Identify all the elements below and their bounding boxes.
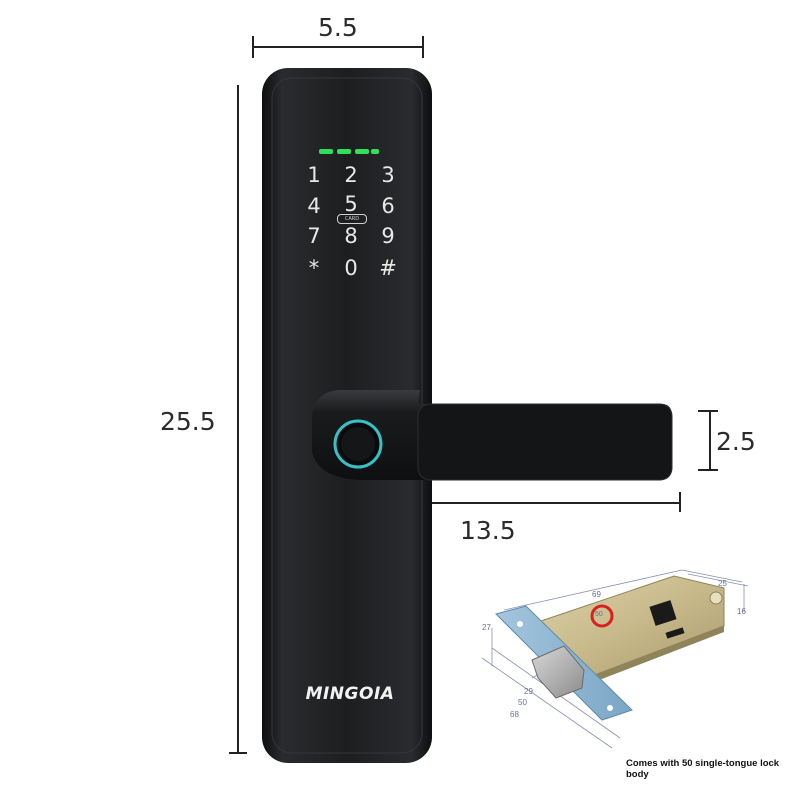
key-3[interactable]: 3 (381, 163, 395, 187)
key-6[interactable]: 6 (381, 194, 395, 218)
handle-thickness-label: 2.5 (716, 427, 756, 456)
highlight-circle (590, 604, 614, 628)
key-hash[interactable]: # (379, 256, 397, 280)
top-width-label: 5.5 (318, 13, 358, 42)
dim-68: 68 (510, 710, 519, 719)
led-indicators (319, 149, 379, 154)
handle-length-label: 13.5 (460, 516, 516, 545)
key-star[interactable]: * (308, 256, 320, 280)
key-4[interactable]: 4 (307, 194, 321, 218)
dim-69: 69 (592, 590, 601, 599)
key-7[interactable]: 7 (307, 224, 321, 248)
dim-16: 16 (737, 607, 746, 616)
card-reader-label: CARD (337, 214, 367, 224)
dim-50-highlight: 50 (595, 611, 603, 618)
mortise-lock-body (481, 569, 749, 749)
height-label: 25.5 (160, 407, 216, 436)
dim-25: 25 (718, 579, 727, 588)
key-0[interactable]: 0 (344, 256, 358, 280)
caption: Comes with 50 single-tongue lock body (626, 758, 780, 780)
dim-29: 29 (524, 687, 533, 696)
lock-body-inset: 69 25 16 27 50 29 50 68 (452, 548, 800, 790)
key-9[interactable]: 9 (381, 224, 395, 248)
brand-logo: MINGOIA (305, 684, 395, 704)
latch-bolt (531, 645, 585, 699)
key-8[interactable]: 8 (344, 224, 358, 248)
dim-27: 27 (482, 623, 491, 632)
key-5[interactable]: 5 (344, 192, 358, 216)
dim-50: 50 (518, 698, 527, 707)
key-1[interactable]: 1 (307, 163, 321, 187)
key-2[interactable]: 2 (344, 163, 358, 187)
